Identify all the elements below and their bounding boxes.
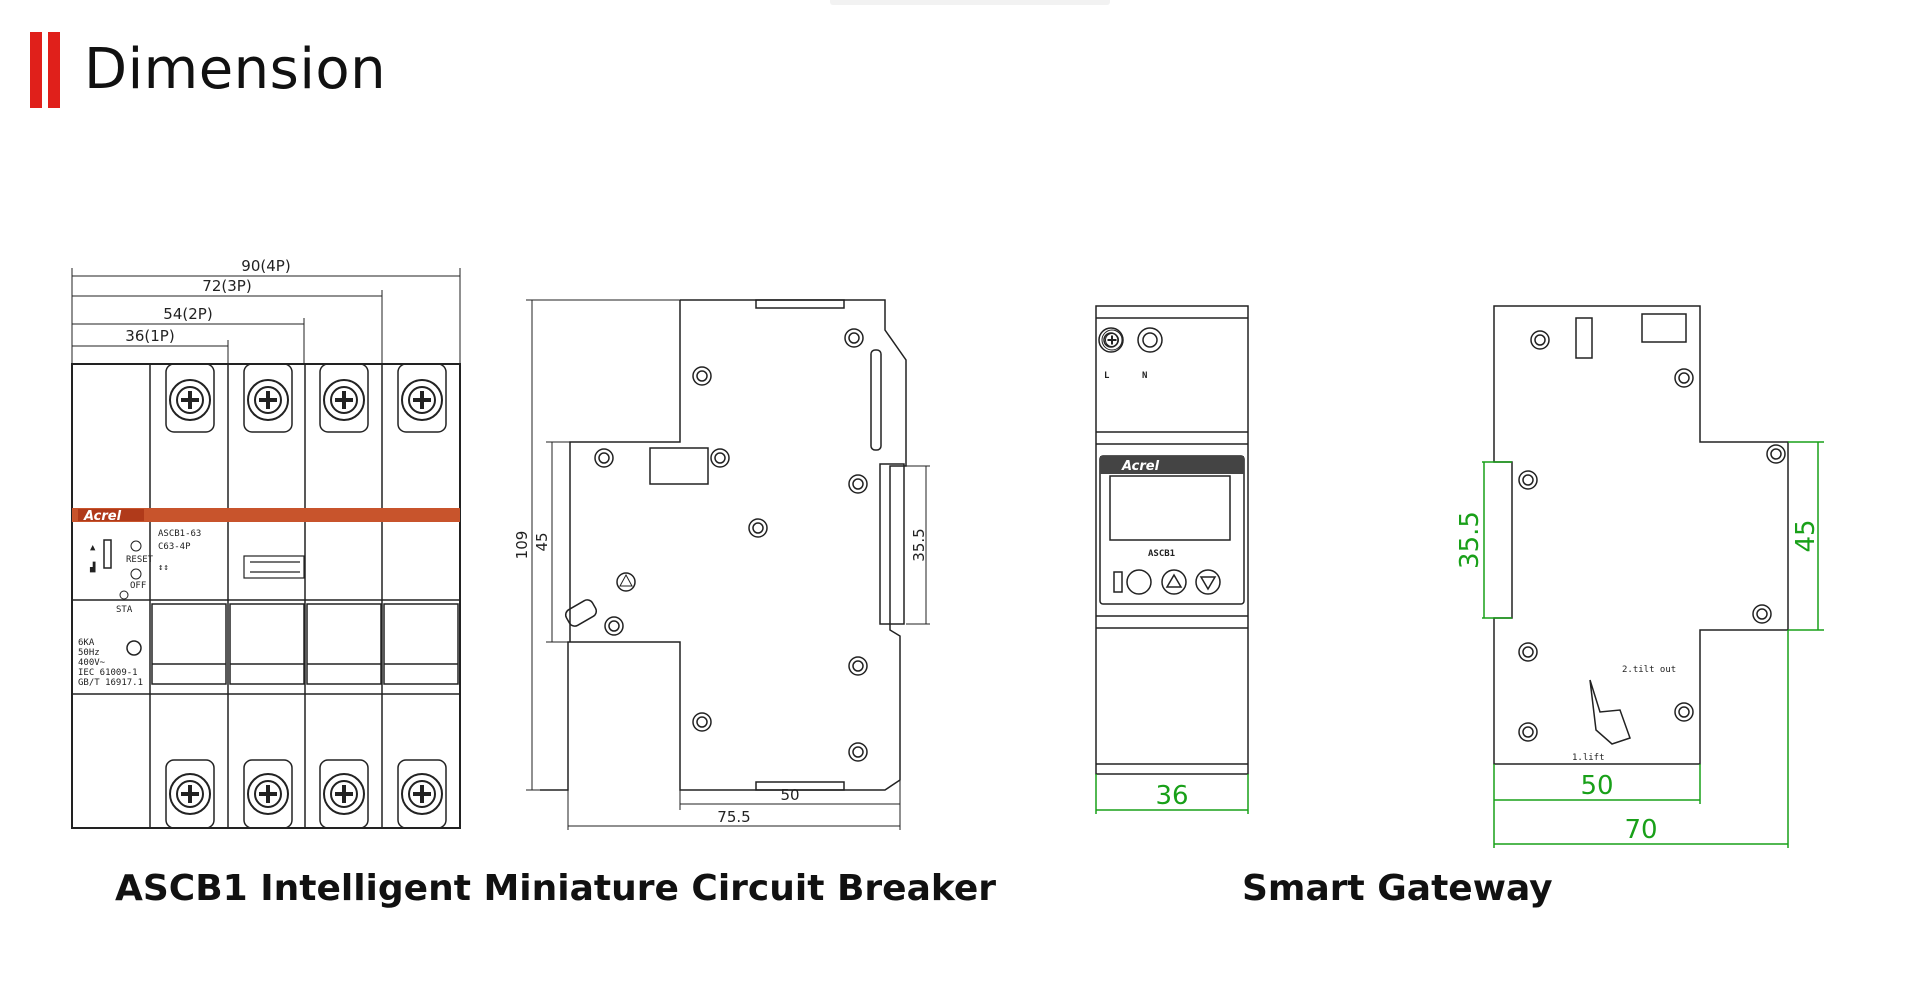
arrows-icon: ↕↕ <box>158 563 169 573</box>
dim-inner-height: 45 <box>533 532 551 551</box>
label-band <box>72 508 460 522</box>
breaker-rating: C63-4P <box>158 542 191 552</box>
gateway-front-view: Acrel ASCB1 L N 36 <box>1095 305 1249 814</box>
esc-button[interactable] <box>1126 569 1152 595</box>
terminal-n-label: N <box>1142 371 1147 381</box>
dim-3p: 72(3P) <box>202 277 251 295</box>
dim-depth: 70 <box>1624 815 1657 845</box>
breaker-side-view: 109 45 35.5 50 75.5 <box>513 299 930 830</box>
breaker-brand: Acrel <box>83 509 122 524</box>
dim-height: 109 <box>513 531 531 560</box>
spec-line-2: 50Hz <box>78 648 100 658</box>
spec-line-3: 400V~ <box>78 658 106 668</box>
lift-label: 1.lift <box>1572 753 1605 763</box>
terminal-l-label: L <box>1104 371 1110 381</box>
down-button[interactable] <box>1195 569 1221 595</box>
spec-line-5: GB/T 16917.1 <box>78 678 143 688</box>
breaker-model: ASCB1-63 <box>158 529 201 539</box>
accent-bar <box>30 32 42 108</box>
up-arrow-icon <box>1165 573 1183 588</box>
dim-rail: 35.5 <box>910 528 928 561</box>
dim-width: 36 <box>1155 781 1188 811</box>
dim-rail: 35.5 <box>1455 511 1485 569</box>
mounting-hole-icon <box>1518 330 1786 742</box>
sta-label: STA <box>116 605 133 615</box>
gateway-side-view: 2.tilt out 1.lift 35.5 45 50 70 <box>1455 305 1824 848</box>
breaker-front-view: 90(4P) 72(3P) 54(2P) 36(1P) <box>71 257 461 829</box>
breaker-caption: ASCB1 Intelligent Miniature Circuit Brea… <box>115 868 997 909</box>
accent-bar <box>48 32 60 108</box>
certification-icon <box>126 640 142 656</box>
down-arrow-icon <box>1199 576 1217 591</box>
gateway-brand: Acrel <box>1121 459 1160 474</box>
dim-1p: 36(1P) <box>125 327 174 345</box>
spec-line-4: IEC 61009-1 <box>78 668 138 678</box>
hand-icon: ▟ <box>90 561 96 573</box>
gateway-model: ASCB1 <box>1148 549 1175 559</box>
dim-depth-inner: 50 <box>780 786 799 804</box>
reset-label: RESET <box>126 555 154 565</box>
off-label: OFF <box>130 581 146 591</box>
section-header: Dimension <box>30 30 386 110</box>
dim-2p: 54(2P) <box>163 305 212 323</box>
mounting-hole-icon <box>594 328 868 762</box>
gateway-caption: Smart Gateway <box>1242 868 1553 909</box>
tilt-label: 2.tilt out <box>1622 665 1676 675</box>
dim-height: 45 <box>1791 519 1821 552</box>
dim-depth: 75.5 <box>717 808 750 826</box>
up-button[interactable] <box>1161 569 1187 595</box>
wiring-symbol-icon <box>243 555 305 579</box>
dim-4p: 90(4P) <box>241 257 290 275</box>
spec-line-1: 6KA <box>78 638 95 648</box>
lock-icon: ▲ <box>90 543 96 553</box>
top-edge-mark <box>830 0 1110 5</box>
dim-depth-inner: 50 <box>1580 771 1613 801</box>
page-title: Dimension <box>84 37 387 102</box>
